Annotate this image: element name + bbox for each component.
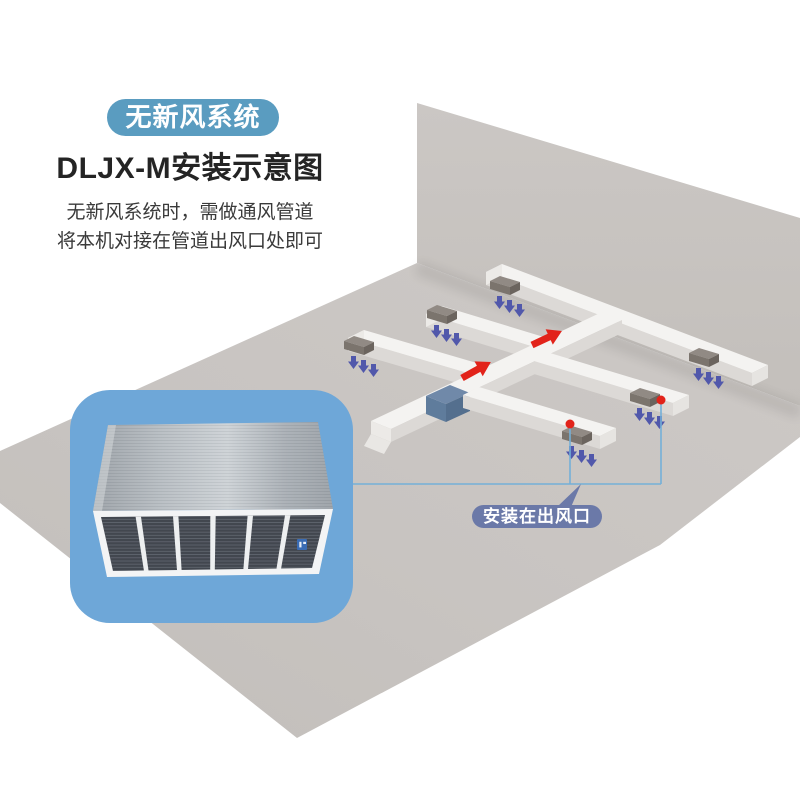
brand-logo-icon <box>297 539 307 550</box>
product-photo <box>93 422 333 577</box>
product-callout-box <box>70 390 353 623</box>
wall-backdrop <box>417 103 800 406</box>
description-line-2: 将本机对接在管道出风口处即可 <box>56 231 323 252</box>
callout-label: 安装在出风口 <box>483 506 591 526</box>
outlet-marker-dot <box>656 395 666 405</box>
callout-pill: 安装在出风口 <box>472 484 602 528</box>
description-line-1: 无新风系统时，需做通风管道 <box>66 202 314 223</box>
system-type-badge: 无新风系统 <box>107 99 279 136</box>
badge-label: 无新风系统 <box>125 102 261 132</box>
wall-floor-shadow <box>414 261 800 419</box>
page-title: DLJX-M安装示意图 <box>56 152 324 185</box>
leader-line <box>353 404 662 485</box>
outlet-marker-dot <box>565 419 575 429</box>
description-text: 无新风系统时，需做通风管道 将本机对接在管道出风口处即可 <box>10 198 370 256</box>
